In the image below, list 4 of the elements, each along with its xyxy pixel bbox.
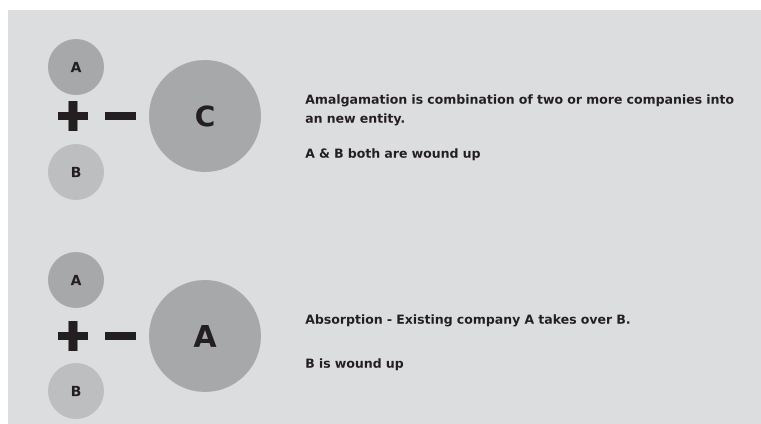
description-text: A & B both are wound up <box>305 148 480 160</box>
description-text: B is wound up <box>306 358 404 370</box>
description-text: Absorption - Existing company A takes over B. <box>305 314 630 326</box>
description-text: Amalgamation is combination of two or more companies into an new entity. <box>305 94 734 126</box>
